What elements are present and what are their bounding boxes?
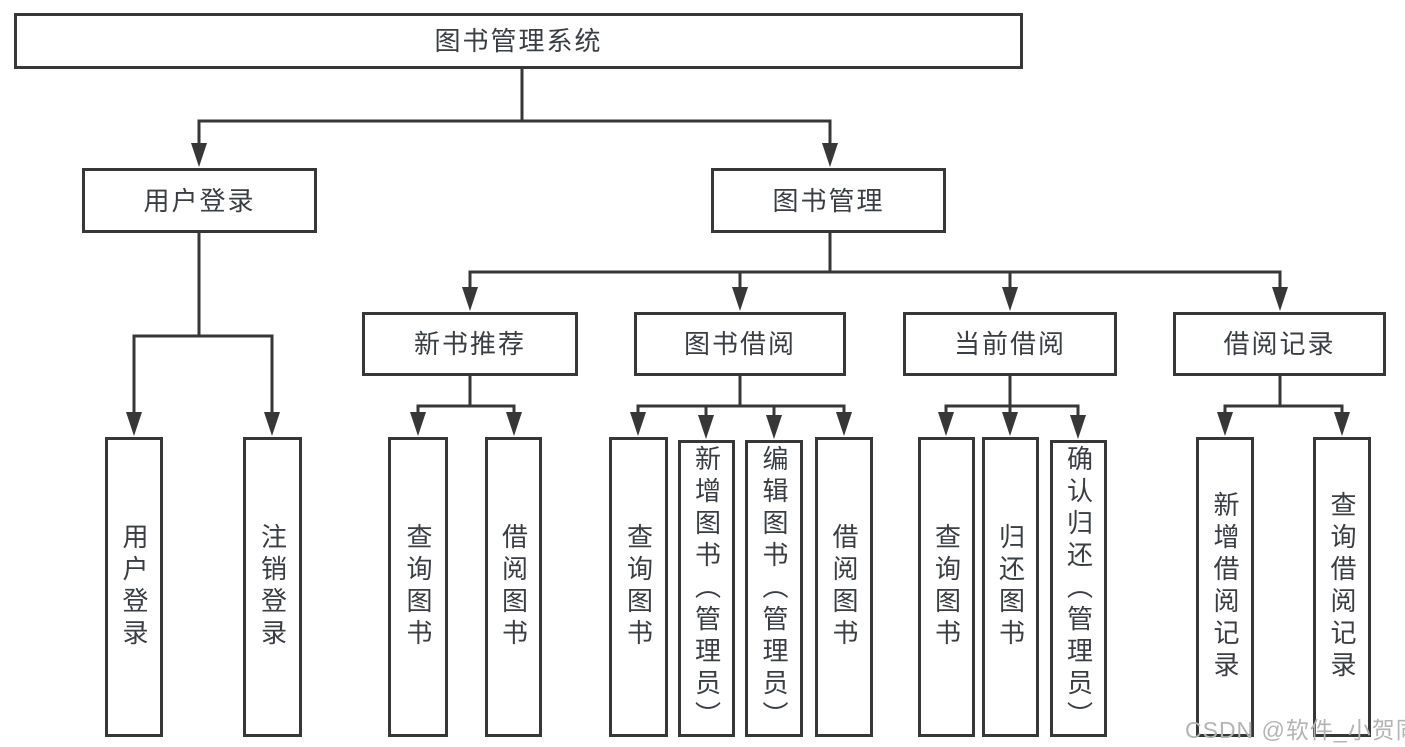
bb-add-books-admin-box: 新增图书（管理员） xyxy=(678,440,735,737)
user-login-box-label: 用户登录 xyxy=(143,185,256,216)
connector-path xyxy=(636,374,846,423)
book-management-box: 图书管理 xyxy=(711,168,946,233)
cb-confirm-return-admin-box: 确认归还（管理员） xyxy=(1050,440,1107,737)
arrowhead-icon xyxy=(1334,412,1350,436)
user-login-action-box: 用户登录 xyxy=(105,437,163,737)
cb-return-books-box-label: 归还图书 xyxy=(995,523,1026,651)
connector-path xyxy=(468,231,1282,295)
arrowhead-icon xyxy=(191,143,207,167)
arrowhead-icon xyxy=(462,287,478,311)
cb-confirm-return-admin-box-label: 确认归还（管理员） xyxy=(1063,444,1094,733)
nr-borrow-books-box-label: 借阅图书 xyxy=(498,523,529,651)
arrowhead-icon xyxy=(1002,412,1018,436)
br-add-record-box-label: 新增借阅记录 xyxy=(1210,491,1240,683)
connector-path xyxy=(132,231,274,420)
cb-query-books-box-label: 查询图书 xyxy=(931,523,962,651)
arrowhead-icon xyxy=(836,412,852,436)
arrowhead-icon xyxy=(698,415,714,439)
arrowhead-icon xyxy=(126,412,142,436)
br-add-record-box: 新增借阅记录 xyxy=(1196,437,1254,737)
bb-edit-books-admin-box-label: 编辑图书（管理员） xyxy=(759,444,789,733)
borrowing-records-box: 借阅记录 xyxy=(1173,312,1386,376)
book-management-box-label: 图书管理 xyxy=(772,185,885,216)
bb-borrow-books-box-label: 借阅图书 xyxy=(829,523,859,651)
arrowhead-icon xyxy=(766,415,782,439)
arrowhead-icon xyxy=(264,412,280,436)
bb-query-books-box-label: 查询图书 xyxy=(623,523,654,651)
system-root-box: 图书管理系统 xyxy=(14,13,1023,69)
connector-path xyxy=(197,67,832,151)
new-book-recommend-box: 新书推荐 xyxy=(362,312,578,376)
book-borrowing-box: 图书借阅 xyxy=(634,312,846,376)
cb-return-books-box: 归还图书 xyxy=(982,437,1039,737)
logout-action-box-label: 注销登录 xyxy=(257,523,288,651)
csdn-watermark: CSDN @软件_小贺同学 xyxy=(1185,717,1405,743)
arrowhead-icon xyxy=(822,143,838,167)
borrowing-records-box-label: 借阅记录 xyxy=(1223,329,1336,359)
nr-borrow-books-box: 借阅图书 xyxy=(485,437,542,737)
arrowhead-icon xyxy=(1217,412,1233,436)
connector-path xyxy=(1223,374,1344,420)
br-query-record-box-label: 查询借阅记录 xyxy=(1327,491,1357,683)
current-borrowing-box-label: 当前借阅 xyxy=(953,329,1066,359)
arrowhead-icon xyxy=(630,412,646,436)
arrowhead-icon xyxy=(506,412,522,436)
br-query-record-box: 查询借阅记录 xyxy=(1313,437,1371,737)
arrowhead-icon xyxy=(1272,287,1288,311)
arrowhead-icon xyxy=(1070,415,1086,439)
system-root-box-label: 图书管理系统 xyxy=(434,26,603,56)
user-login-box: 用户登录 xyxy=(82,168,317,233)
book-borrowing-box-label: 图书借阅 xyxy=(683,329,796,359)
connector-path xyxy=(416,374,516,420)
arrowhead-icon xyxy=(732,287,748,311)
logout-action-box: 注销登录 xyxy=(243,437,302,737)
arrowhead-icon xyxy=(938,412,954,436)
current-borrowing-box: 当前借阅 xyxy=(903,312,1117,376)
new-book-recommend-box-label: 新书推荐 xyxy=(413,329,526,359)
bb-query-books-box: 查询图书 xyxy=(609,437,668,737)
arrowhead-icon xyxy=(1002,287,1018,311)
bb-edit-books-admin-box: 编辑图书（管理员） xyxy=(745,440,803,737)
cb-query-books-box: 查询图书 xyxy=(918,437,975,737)
bb-borrow-books-box: 借阅图书 xyxy=(815,437,873,737)
connector-path xyxy=(944,374,1080,423)
arrowhead-icon xyxy=(410,412,426,436)
bb-add-books-admin-box-label: 新增图书（管理员） xyxy=(691,444,722,733)
nr-query-books-box-label: 查询图书 xyxy=(403,523,433,651)
nr-query-books-box: 查询图书 xyxy=(388,437,448,737)
user-login-action-box-label: 用户登录 xyxy=(119,523,149,651)
